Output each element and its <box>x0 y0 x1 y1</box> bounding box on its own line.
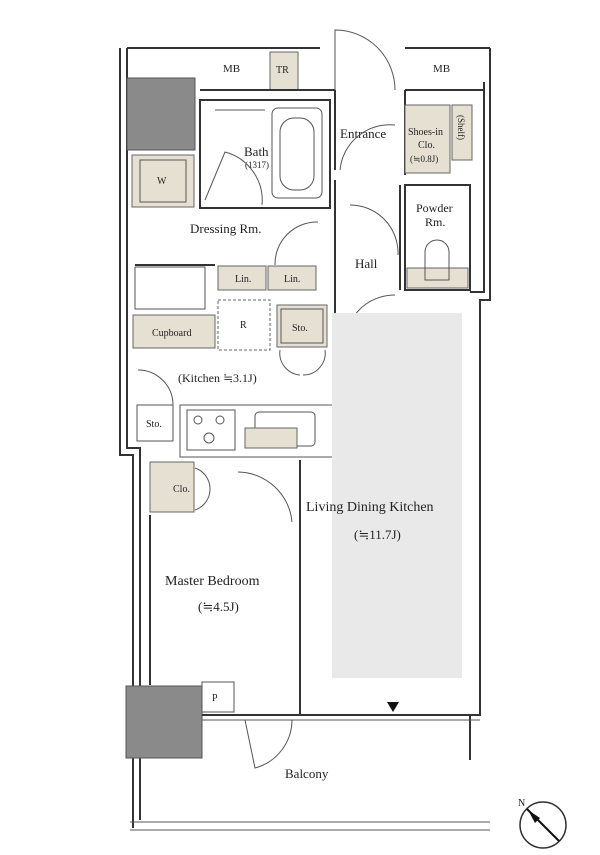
pipe-space-label: P <box>212 693 218 704</box>
lin-2 <box>267 265 317 291</box>
ldk-size: (≒11.7J) <box>354 527 401 542</box>
storage-2-label: Sto. <box>146 419 162 430</box>
powder-label: Powder <box>416 201 453 215</box>
lin-1-label: Lin. <box>235 274 251 285</box>
shoes-in-label: Shoes-in <box>408 127 443 138</box>
powder-counter <box>406 267 469 289</box>
tr-label: TR <box>276 65 289 76</box>
shelf <box>451 104 473 161</box>
bath-label: Bath <box>244 144 269 159</box>
master-bedroom-label: Master Bedroom <box>165 574 260 589</box>
washer-label: W <box>157 176 167 187</box>
mb-right-label: MB <box>433 63 450 75</box>
entrance-label: Entrance <box>340 126 386 141</box>
shoes-in-closet <box>404 104 451 174</box>
dressing-label: Dressing Rm. <box>190 221 262 236</box>
pipe-space <box>201 681 235 713</box>
ldk-floor <box>332 313 462 678</box>
closet <box>149 461 195 513</box>
exterior-walls <box>119 47 491 831</box>
bathtub <box>271 107 323 199</box>
north-label: N <box>518 798 525 809</box>
lin-1 <box>217 265 267 291</box>
bath-door-swing <box>204 151 263 206</box>
shelf-label: (Shelf) <box>456 115 466 140</box>
kitchen-label: (Kitchen ≒3.1J) <box>178 371 257 385</box>
entrance-door-swing <box>334 29 396 91</box>
ldk-label: Living Dining Kitchen <box>306 500 434 515</box>
cupboard <box>132 314 216 349</box>
hall-label: Hall <box>355 256 378 271</box>
bath-room <box>199 99 331 209</box>
washer <box>139 159 187 203</box>
closet-label: Clo. <box>173 484 190 495</box>
bath-size: (1317) <box>245 160 269 170</box>
stove <box>186 409 236 451</box>
lin-2-label: Lin. <box>284 274 300 285</box>
storage-2 <box>136 404 174 442</box>
refrigerator-space <box>217 299 271 351</box>
main-entrance-marker <box>387 702 399 712</box>
shoes-in-label-2: Clo. <box>418 140 435 151</box>
compass: N <box>518 798 567 849</box>
balcony-door-swing <box>244 719 293 769</box>
washer-area <box>131 154 195 208</box>
powder-room <box>404 184 471 291</box>
mb-left-label: MB <box>223 63 240 75</box>
tr-box <box>269 51 299 91</box>
master-bedroom-size: (≒4.5J) <box>198 599 239 614</box>
column-top-left <box>126 77 196 151</box>
shoes-in-size: (≒0.8J) <box>410 154 438 164</box>
refrigerator-label: R <box>240 320 247 331</box>
toilet <box>424 239 450 281</box>
powder-label-2: Rm. <box>425 215 445 229</box>
balcony-label: Balcony <box>285 766 329 781</box>
storage-1 <box>276 304 328 348</box>
hall-door-swing <box>349 204 399 256</box>
storage-1-label: Sto. <box>292 323 308 334</box>
cupboard-label: Cupboard <box>152 328 191 339</box>
column-bottom-left <box>125 685 203 759</box>
